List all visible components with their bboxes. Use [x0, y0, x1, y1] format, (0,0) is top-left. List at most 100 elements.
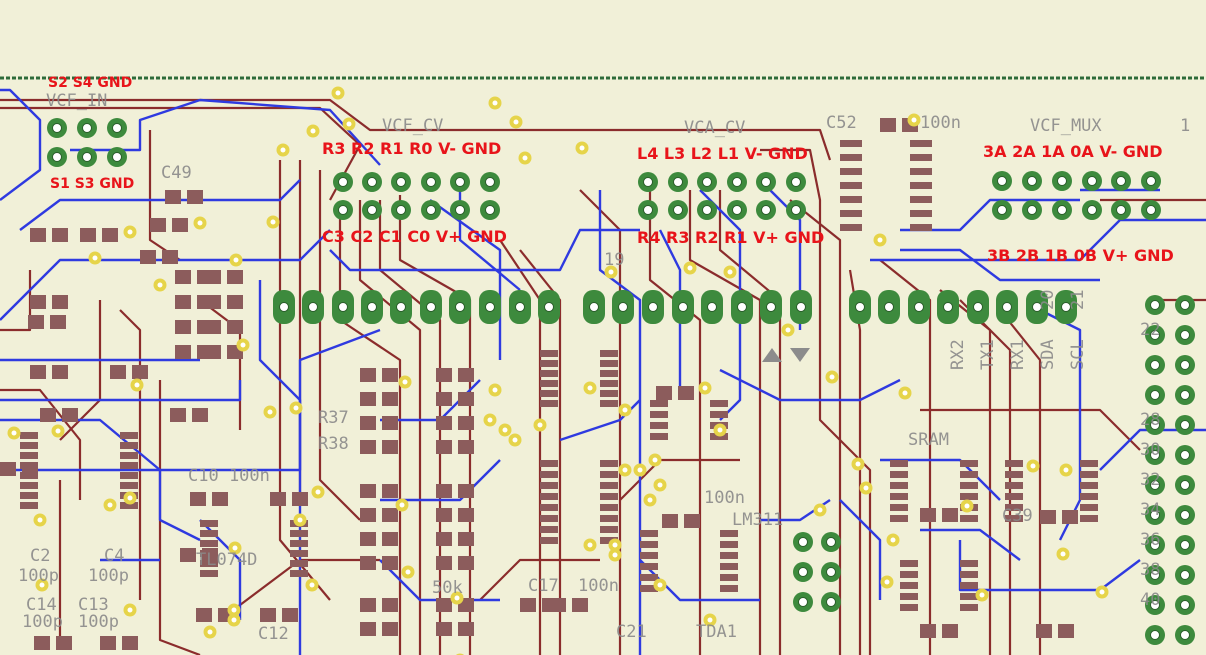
copper-trace	[639, 559, 760, 602]
smd-pad	[172, 218, 188, 232]
ic-pin	[1080, 504, 1098, 511]
smd-pad	[205, 320, 221, 334]
ic-pin	[600, 537, 618, 544]
smd-pad	[662, 514, 678, 528]
vcf-in-silk: VCF_IN	[46, 91, 108, 111]
smd-pad	[292, 492, 308, 506]
vca-cv-silk: VCA_CV	[684, 118, 746, 138]
ic-pin	[910, 168, 932, 175]
smd-pad	[382, 392, 398, 406]
ic-pin	[840, 210, 862, 217]
ic-pin	[120, 452, 138, 459]
copper-trace	[479, 558, 600, 601]
copper-trace	[658, 229, 682, 400]
ic-pin	[600, 380, 618, 387]
ic-pin	[540, 460, 558, 467]
c39-silk: C39	[1002, 506, 1033, 526]
vias	[7, 86, 1109, 655]
ic-pin	[640, 574, 658, 581]
c21-silk: C21	[616, 622, 647, 642]
ic-pin	[1080, 460, 1098, 467]
ic-pin	[840, 168, 862, 175]
ic-pin	[600, 471, 618, 478]
smd-pad	[140, 250, 156, 264]
ic-pin	[890, 493, 908, 500]
smd-pad	[205, 295, 221, 309]
vca-cv-top-label: L4 L3 L2 L1 V- GND	[637, 144, 808, 163]
ic-pin	[120, 462, 138, 469]
ic-pin	[1080, 471, 1098, 478]
ic-pin	[900, 593, 918, 600]
smd-pad	[52, 365, 68, 379]
ic-pin	[960, 471, 978, 478]
led-mark-icon	[790, 348, 810, 362]
ic-pin	[1005, 493, 1023, 500]
ic-pin	[600, 493, 618, 500]
copper-trace	[920, 528, 1021, 561]
smd-pad	[436, 508, 452, 522]
smd-pad	[30, 295, 46, 309]
ic-pin	[20, 452, 38, 459]
smd-pad	[360, 368, 376, 382]
c2-val-silk: 100p	[18, 566, 59, 586]
ic-pin	[640, 585, 658, 592]
ic-pin	[890, 471, 908, 478]
ic-pin	[910, 140, 932, 147]
copper-trace	[318, 170, 361, 521]
smd-pad	[102, 228, 118, 242]
copper-trace	[380, 459, 501, 502]
num19-silk: 19	[604, 250, 625, 270]
ic-pin	[710, 400, 728, 407]
ic-pin	[900, 604, 918, 611]
ic-pin	[650, 411, 668, 418]
smd-pad	[920, 624, 936, 638]
smd-pad	[458, 532, 474, 546]
ic-pin	[200, 560, 218, 567]
smd-pad	[1062, 510, 1078, 524]
ic-pin	[540, 380, 558, 387]
ic-pin	[540, 526, 558, 533]
ic-pin	[600, 504, 618, 511]
smd-pad	[382, 508, 398, 522]
through-hole-pads	[47, 118, 1195, 645]
val-100n-a-silk: 100n	[578, 576, 619, 596]
ic-pin	[600, 390, 618, 397]
smd-pad	[382, 556, 398, 570]
copper-trace	[119, 309, 142, 600]
ic-pin	[960, 460, 978, 467]
ic-pin	[910, 182, 932, 189]
ic-pin	[540, 482, 558, 489]
rx2-silk: RX2	[948, 339, 968, 370]
sda-silk: SDA	[1038, 339, 1058, 370]
ic-pin	[200, 540, 218, 547]
smd-pad	[1036, 624, 1052, 638]
smd-pad	[382, 440, 398, 454]
n38-silk: 38	[1140, 560, 1161, 580]
smd-pad	[436, 484, 452, 498]
ic-pin	[910, 210, 932, 217]
ic-pin	[600, 360, 618, 367]
smd-pad	[382, 622, 398, 636]
copper-trace	[719, 368, 901, 402]
ic-pin	[840, 224, 862, 231]
ic-pin	[910, 224, 932, 231]
ic-pin	[290, 550, 308, 557]
smd-pad	[30, 228, 46, 242]
copper-trace	[398, 195, 472, 655]
smd-pad	[227, 320, 243, 334]
smd-pad	[205, 270, 221, 284]
smd-pad	[52, 295, 68, 309]
ic-pin	[540, 360, 558, 367]
smd-pad	[520, 598, 536, 612]
ic-pin	[20, 502, 38, 509]
smd-pad	[62, 408, 78, 422]
smd-pad	[100, 636, 116, 650]
smd-pad	[550, 598, 566, 612]
ic-pin	[1005, 460, 1023, 467]
ic-pin	[290, 560, 308, 567]
ic-pin	[540, 537, 558, 544]
ic-pin	[640, 530, 658, 537]
smd-pad	[684, 514, 700, 528]
